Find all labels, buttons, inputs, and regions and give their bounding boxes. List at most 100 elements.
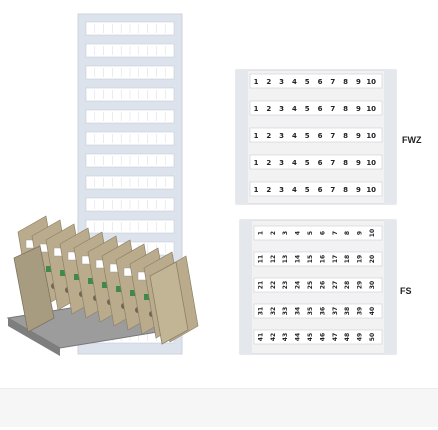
marker-number: 1 (257, 231, 264, 235)
marker-number: 33 (282, 307, 289, 315)
marker-number: 6 (318, 105, 323, 113)
marker-number: 1 (254, 186, 259, 194)
marker-number: 7 (330, 132, 335, 140)
marker-number: 46 (319, 333, 326, 341)
marker-number: 16 (319, 255, 326, 263)
marker-number: 4 (292, 105, 297, 113)
marker-number: 9 (357, 231, 364, 235)
marker-number: 9 (356, 159, 361, 167)
marker-number: 7 (330, 105, 335, 113)
marker-number: 45 (307, 333, 314, 341)
marker-strip (249, 100, 383, 116)
marker-number: 9 (356, 105, 361, 113)
marker-number: 1 (254, 159, 259, 167)
marker-number: 28 (344, 281, 351, 289)
marker-number: 7 (330, 78, 335, 86)
marker-number: 10 (366, 132, 376, 140)
marker-number: 5 (305, 159, 310, 167)
marker-number: 5 (305, 186, 310, 194)
card-side-rail-left (236, 70, 248, 204)
marker-number: 35 (307, 307, 314, 315)
marker-number: 2 (266, 105, 271, 113)
marker-number: 2 (270, 231, 277, 235)
marker-number: 10 (366, 78, 376, 86)
fwz-label: FWZ (402, 135, 422, 145)
marker-number: 3 (282, 231, 289, 235)
end-clamp (13, 245, 55, 333)
marker-number: 14 (295, 255, 302, 263)
marker-strip (249, 181, 383, 197)
marker-number: 43 (282, 333, 289, 341)
marker-number: 9 (356, 132, 361, 140)
marker-number: 8 (343, 78, 348, 86)
marker-number: 34 (295, 307, 302, 315)
marker-number: 2 (266, 78, 271, 86)
marker-number: 29 (357, 281, 364, 289)
marker-number: 5 (305, 78, 310, 86)
marker-number: 3 (279, 132, 284, 140)
marker-number: 15 (307, 255, 314, 263)
marker-strip (253, 251, 383, 267)
card-side-rail-right (384, 220, 396, 354)
marker-number: 42 (270, 333, 277, 341)
marker-number: 12 (270, 255, 277, 263)
marker-number: 50 (369, 333, 376, 341)
marker-number: 41 (257, 333, 264, 341)
marker-number: 44 (295, 333, 302, 341)
marker-number: 8 (343, 159, 348, 167)
marker-number: 17 (332, 255, 339, 263)
marker-number: 4 (292, 132, 297, 140)
marker-number: 22 (270, 281, 277, 289)
marker-number: 27 (332, 281, 339, 289)
marker-number: 13 (282, 255, 289, 263)
card-side-rail-right (384, 70, 396, 204)
marker-number: 8 (343, 132, 348, 140)
marker-number: 3 (279, 105, 284, 113)
marker-number: 38 (344, 307, 351, 315)
marker-number: 9 (356, 78, 361, 86)
marker-strip (253, 329, 383, 345)
marker-number: 40 (369, 307, 376, 315)
marker-number: 4 (292, 186, 297, 194)
marker-number: 2 (266, 159, 271, 167)
card-side-rail-left (240, 220, 252, 354)
marker-number: 10 (369, 229, 376, 237)
fs-label: FS (400, 286, 412, 296)
marker-number: 7 (330, 159, 335, 167)
marker-number: 4 (295, 231, 302, 235)
marker-number: 7 (332, 231, 339, 235)
marker-number: 20 (369, 255, 376, 263)
marker-number: 47 (332, 333, 339, 341)
marker-number: 32 (270, 307, 277, 315)
terminal-block-assembly (6, 215, 199, 356)
marker-strip (249, 73, 383, 89)
marker-number: 8 (344, 231, 351, 235)
marker-number: 24 (295, 281, 302, 289)
marker-number: 8 (343, 105, 348, 113)
marker-number: 37 (332, 307, 339, 315)
marker-number: 5 (307, 231, 314, 235)
marker-number: 2 (266, 132, 271, 140)
marker-number: 18 (344, 255, 351, 263)
marker-number: 10 (366, 159, 376, 167)
marker-number: 1 (254, 105, 259, 113)
marker-number: 3 (279, 159, 284, 167)
marker-number: 49 (357, 333, 364, 341)
marker-number: 10 (366, 105, 376, 113)
marker-strip (249, 127, 383, 143)
marker-number: 2 (266, 186, 271, 194)
marker-number: 10 (366, 186, 376, 194)
marker-strip (253, 225, 383, 241)
marker-number: 6 (318, 159, 323, 167)
marker-number: 8 (343, 186, 348, 194)
marker-number: 21 (257, 281, 264, 289)
marker-number: 3 (279, 186, 284, 194)
marker-number: 26 (319, 281, 326, 289)
bottom-band (0, 388, 438, 427)
marker-number: 6 (319, 231, 326, 235)
marker-number: 31 (257, 307, 264, 315)
marker-number: 6 (318, 186, 323, 194)
marker-number: 3 (279, 78, 284, 86)
